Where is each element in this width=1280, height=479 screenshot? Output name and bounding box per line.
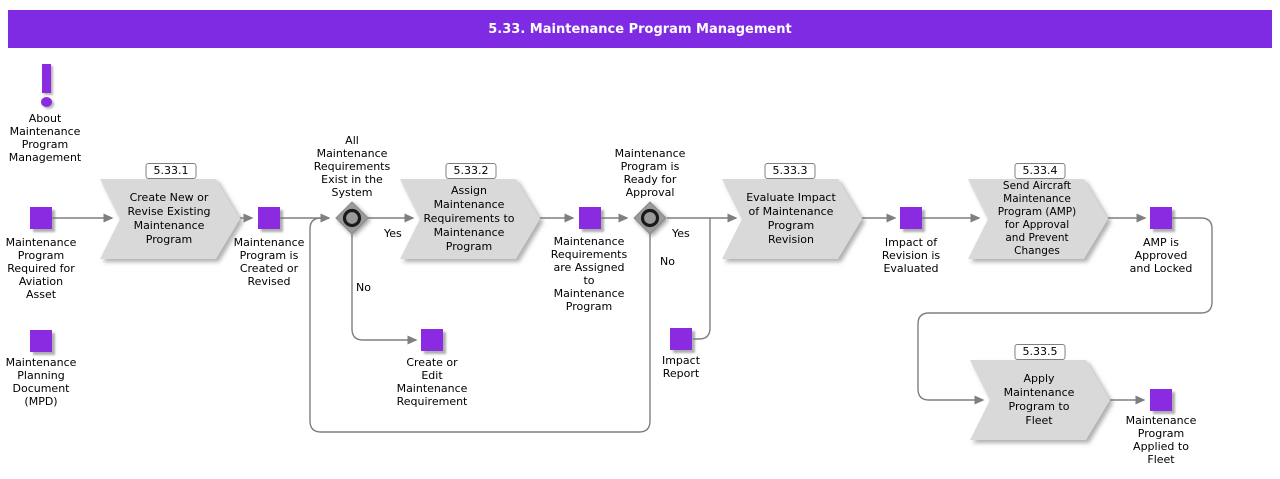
gateway-ready-for-approval: [633, 201, 667, 235]
task-number-5-33-3[interactable]: 5.33.3: [764, 163, 816, 179]
gateway-all-requirements-exist-label: All Maintenance Requirements Exist in th…: [313, 134, 391, 199]
event-amp-approved-and-locked: [1150, 207, 1172, 229]
event-maintenance-program-created-label: Maintenance Program is Created or Revise…: [233, 236, 305, 288]
task-evaluate-impact-label: Evaluate Impact of Maintenance Program R…: [722, 179, 862, 259]
gateway2-no-label: No: [660, 255, 675, 268]
exclamation-icon: [42, 64, 51, 93]
event-maintenance-program-created: [258, 207, 280, 229]
connector-amp-approved-to-task5: [917, 217, 1213, 405]
exclamation-dot-icon: [41, 97, 52, 107]
task-send-amp-for-approval-label: Send Aircraft Maintenance Program (AMP) …: [968, 179, 1108, 259]
event-impact-report: [670, 328, 692, 350]
gateway1-yes-label: Yes: [384, 227, 402, 240]
event-create-or-edit-requirement: [421, 329, 443, 351]
event-impact-of-revision-evaluated: [900, 207, 922, 229]
task-number-5-33-5[interactable]: 5.33.5: [1014, 344, 1066, 360]
connector-gateway2-no-loop: [309, 217, 651, 433]
gateway2-yes-label: Yes: [672, 227, 690, 240]
event-amp-approved-and-locked-label: AMP is Approved and Locked: [1129, 236, 1193, 275]
header-bar: 5.33. Maintenance Program Management: [8, 10, 1272, 48]
event-create-or-edit-requirement-label: Create or Edit Maintenance Requirement: [396, 356, 468, 408]
task-evaluate-impact[interactable]: Evaluate Impact of Maintenance Program R…: [722, 179, 862, 259]
event-impact-report-label: Impact Report: [661, 354, 701, 380]
about-label: About Maintenance Program Management: [8, 112, 82, 164]
event-maintenance-planning-document: [30, 330, 52, 352]
task-assign-requirements-label: Assign Maintenance Requirements to Maint…: [400, 179, 540, 259]
page-title: 5.33. Maintenance Program Management: [488, 21, 792, 37]
task-number-5-33-2[interactable]: 5.33.2: [445, 163, 497, 179]
connector-gateway1-no-to-create-edit: [351, 233, 418, 345]
event-maintenance-program-required: [30, 207, 52, 229]
event-program-applied-to-fleet: [1150, 389, 1172, 411]
task-send-amp-for-approval[interactable]: Send Aircraft Maintenance Program (AMP) …: [968, 179, 1108, 259]
task-apply-program-to-fleet[interactable]: Apply Maintenance Program to Fleet: [970, 360, 1110, 440]
event-program-applied-to-fleet-label: Maintenance Program Applied to Fleet: [1125, 414, 1197, 466]
event-impact-of-revision-evaluated-label: Impact of Revision is Evaluated: [881, 236, 941, 275]
connector-to-impact-report: [693, 218, 711, 340]
event-maintenance-planning-document-label: Maintenance Planning Document (MPD): [5, 356, 77, 408]
event-requirements-assigned: [579, 207, 601, 229]
task-apply-program-to-fleet-label: Apply Maintenance Program to Fleet: [970, 360, 1110, 440]
gateway-all-requirements-exist: [335, 201, 369, 235]
gateway-ready-for-approval-label: Maintenance Program is Ready for Approva…: [614, 147, 686, 199]
task-create-revise-program-label: Create New or Revise Existing Maintenanc…: [100, 179, 240, 259]
task-number-5-33-1[interactable]: 5.33.1: [145, 163, 197, 179]
gateway1-no-label: No: [356, 281, 371, 294]
event-requirements-assigned-label: Maintenance Requirements are Assigned to…: [550, 235, 628, 313]
task-create-revise-program[interactable]: Create New or Revise Existing Maintenanc…: [100, 179, 240, 259]
task-assign-requirements[interactable]: Assign Maintenance Requirements to Maint…: [400, 179, 540, 259]
task-number-5-33-4[interactable]: 5.33.4: [1014, 163, 1066, 179]
event-maintenance-program-required-label: Maintenance Program Required for Aviatio…: [5, 236, 77, 301]
